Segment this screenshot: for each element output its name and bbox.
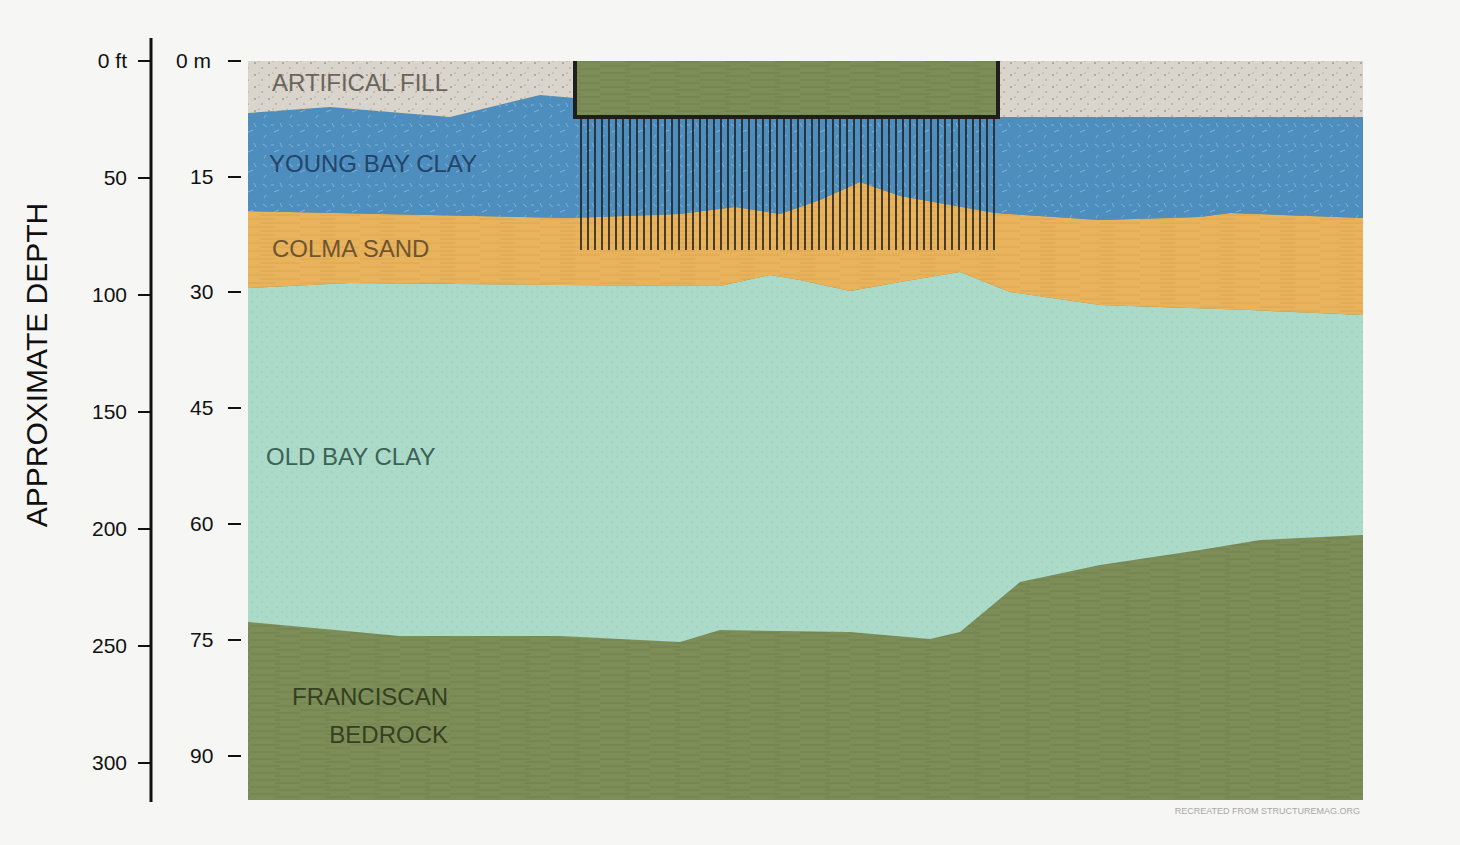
- axis-title: APPROXIMATE DEPTH: [20, 203, 54, 528]
- colma-sand-label: COLMA SAND: [272, 234, 472, 264]
- tick-label-ft: 200: [92, 517, 127, 541]
- pile-foundation: [578, 117, 995, 250]
- layer-band: OLD BAY CLAY: [266, 442, 486, 472]
- tick-label-ft: 50: [104, 166, 127, 190]
- tick-label-ft: 250: [92, 634, 127, 658]
- layer-band: COLMA SAND: [272, 234, 472, 264]
- bedrock-label: FRANCISCAN BEDROCK: [262, 678, 448, 754]
- layer-band: ARTIFICAL FILL: [272, 68, 472, 98]
- watermark: RECREATED FROM STRUCTUREMAG.ORG: [1175, 806, 1360, 816]
- bedrock-layer: [248, 61, 1363, 800]
- old-bay-clay-label: OLD BAY CLAY: [266, 442, 486, 472]
- layer-band: YOUNG BAY CLAY: [269, 149, 529, 179]
- artificial-fill-layer: [248, 61, 575, 117]
- tick-label-m: 0 m: [176, 49, 211, 73]
- tick-label-m: 15: [190, 165, 213, 189]
- artificial-fill-layer: [998, 61, 1363, 117]
- excavation-outline: [575, 61, 998, 117]
- tick-label-m: 30: [190, 280, 213, 304]
- tick-label-ft: 0 ft: [98, 49, 127, 73]
- young-bay-clay-label: YOUNG BAY CLAY: [269, 149, 529, 179]
- tick-label-m: 45: [190, 396, 213, 420]
- tick-label-m: 90: [190, 744, 213, 768]
- axis-ticks: [138, 61, 241, 763]
- tick-label-m: 60: [190, 512, 213, 536]
- depth-axis: [150, 38, 153, 802]
- tick-label-ft: 100: [92, 283, 127, 307]
- fill-layer-label: ARTIFICAL FILL: [272, 68, 472, 98]
- layer-band: FRANCISCAN BEDROCK: [262, 678, 448, 754]
- tick-label-ft: 300: [92, 751, 127, 775]
- tick-label-ft: 150: [92, 400, 127, 424]
- old-bay-clay-layer: [248, 272, 1363, 642]
- tick-label-m: 75: [190, 628, 213, 652]
